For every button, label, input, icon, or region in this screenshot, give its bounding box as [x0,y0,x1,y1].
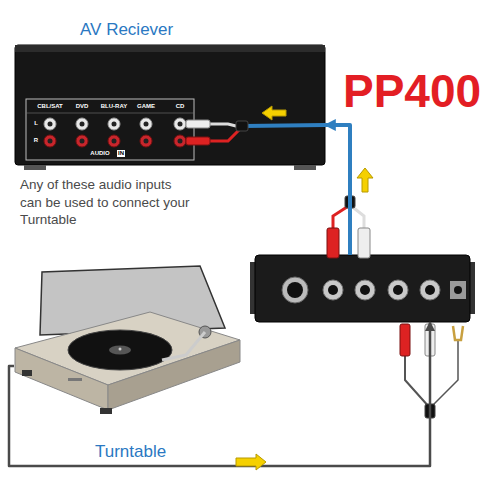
jack-hole [393,285,403,295]
red-plug [400,324,410,356]
rca-jack [420,280,440,300]
input-label: GAME [137,103,155,110]
blue-cable [244,125,325,126]
ground-jack [282,277,308,303]
jack-hole [178,139,183,144]
spindle [119,348,122,351]
white-jack [174,118,186,130]
jack-hole [48,139,53,144]
product-name: PP400 [343,68,481,114]
panel-divider [26,113,194,114]
input-label: BLU-RAY [101,103,127,110]
jack-hole [144,122,149,127]
rca-jack [323,280,343,300]
device-heading: AV Reciever [80,20,173,40]
dc-jack [450,281,466,299]
receiver-top-edge [15,45,325,52]
jack-hole [112,122,117,127]
receiver-foot [24,165,46,170]
flow-arrow [236,454,266,470]
red-jack [76,135,88,147]
turntable-button [68,378,82,381]
flow-arrow [262,106,286,120]
platter [68,330,172,370]
note-text: Any of these audio inputs can be used to… [20,176,196,229]
record-label [109,346,131,355]
jack-hole [178,122,183,127]
ground-spade [453,326,463,340]
red-plug [186,137,210,145]
input-label: CBL/SAT [37,103,63,110]
preamp-body [255,255,470,322]
jack-hole [360,285,370,295]
panel-label: AUDIO [90,150,109,157]
jack-hole [112,139,117,144]
white-jack [44,118,56,130]
turntable-foot [22,370,32,376]
red-plug [327,228,339,258]
red-cable [210,129,240,141]
cable-connector [9,322,430,466]
jack-hole [144,139,149,144]
receiver-body [15,45,325,165]
jack-hole [328,285,338,295]
tonearm [162,332,205,360]
red-jack [108,135,120,147]
rca-jacks [44,118,186,147]
channel-label: R [34,137,38,144]
cable-splitter [236,121,248,131]
input-label: CD [176,103,185,110]
plinth-side [108,340,240,410]
receiver-foot [294,165,316,170]
rca-jack [388,280,408,300]
white-jack [76,118,88,130]
jack-hole [80,122,85,127]
jack-hole [287,282,303,298]
preamp-box: PP400 [255,255,470,322]
white-jack [140,118,152,130]
channel-label: L [34,120,38,127]
red-jack [140,135,152,147]
cable-connector [325,125,350,255]
white-jack [108,118,120,130]
jack-hole [425,285,435,295]
rca-jack [355,280,375,300]
input-panel [26,99,194,160]
jack-hole [454,286,462,294]
flow-arrow [357,168,373,192]
input-label: DVD [76,103,89,110]
red-cable [405,356,430,408]
turntable-figure: Turntable [14,262,240,420]
white-plug [186,120,210,128]
red-jack [174,135,186,147]
jack-hole [48,122,53,127]
white-plug [358,228,370,258]
red-jack [44,135,56,147]
turntable-foot [100,408,112,414]
jack-hole [80,139,85,144]
device-label: Turntable [95,442,166,462]
panel-label: IN [117,150,125,157]
